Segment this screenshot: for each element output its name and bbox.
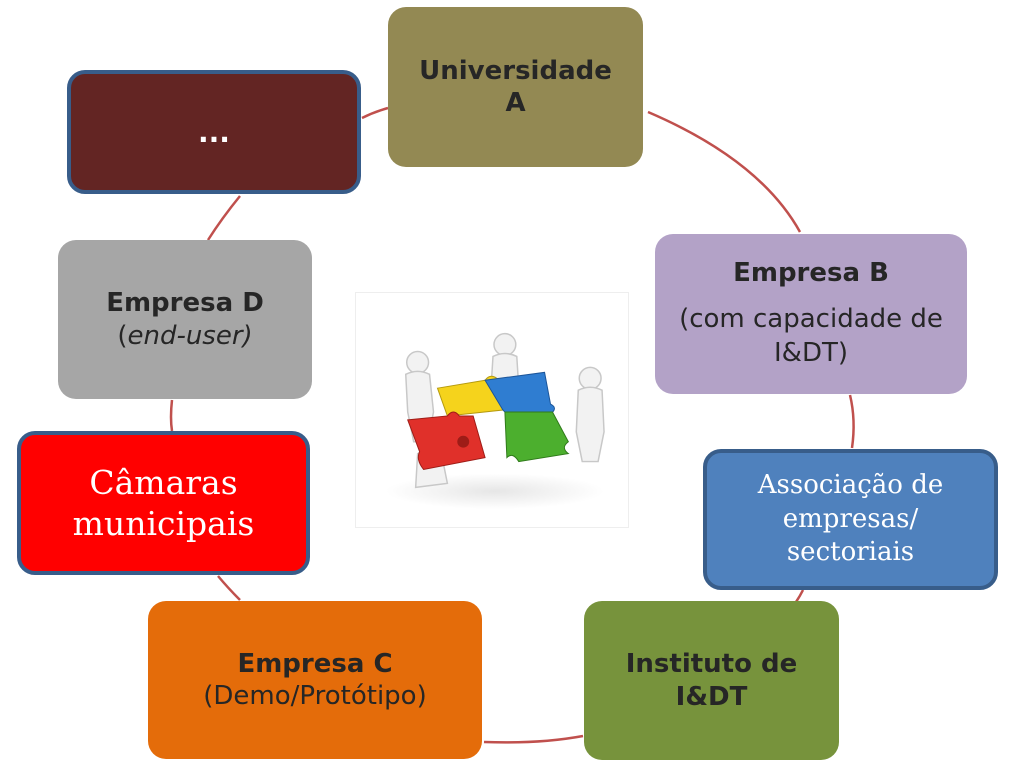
connector-uni-to-b xyxy=(647,110,802,233)
node-associacao-line-3: sectoriais xyxy=(786,537,915,568)
connector-cam-to-d xyxy=(169,399,174,432)
node-empresa-b: Empresa B (com capacidade de I&DT) xyxy=(655,234,967,394)
node-universidade-a: Universidade A xyxy=(388,7,643,167)
node-ellipsis: ... xyxy=(67,70,361,194)
node-instituto-title: Instituto de xyxy=(625,649,798,679)
connector-b-to-assoc xyxy=(848,394,855,449)
node-camaras-line-1: Câmaras xyxy=(89,462,238,502)
connector-dots-to-uni xyxy=(361,106,389,120)
node-camaras-line-2: municipais xyxy=(72,504,255,543)
node-empresa-d: Empresa D (end-user) xyxy=(58,240,312,399)
node-associacao-empresas: Associação de empresas/ sectoriais xyxy=(703,449,998,590)
node-universidade-a-title: Universidade xyxy=(419,55,612,86)
node-empresa-d-subtitle: (end-user) xyxy=(117,320,252,353)
node-universidade-a-title-2: A xyxy=(505,88,526,118)
connector-inst-to-c xyxy=(483,734,584,744)
connector-c-to-cam xyxy=(217,575,241,601)
node-instituto-idt: Instituto de I&DT xyxy=(584,601,839,760)
node-associacao-line-1: Associação de xyxy=(757,469,944,500)
node-empresa-c: Empresa C (Demo/Protótipo) xyxy=(148,601,482,759)
node-empresa-d-title: Empresa D xyxy=(106,288,264,318)
node-associacao-line-2: empresas/ xyxy=(782,503,919,534)
connector-d-to-dots xyxy=(206,195,241,241)
node-empresa-d-subtitle-italic: end-user) xyxy=(127,320,253,351)
node-empresa-c-subtitle: (Demo/Protótipo) xyxy=(203,681,427,711)
node-camaras-municipais: Câmaras municipais xyxy=(17,431,310,575)
node-empresa-b-subtitle-2: I&DT) xyxy=(774,338,848,369)
connector-assoc-to-inst xyxy=(794,589,805,603)
node-empresa-c-title: Empresa C xyxy=(237,648,393,679)
node-instituto-title-2: I&DT xyxy=(675,681,748,712)
node-empresa-b-subtitle: (com capacidade de xyxy=(679,304,943,335)
node-empresa-d-subtitle-paren: ( xyxy=(117,320,128,351)
node-empresa-b-title: Empresa B xyxy=(733,257,889,288)
puzzle-teamwork-icon xyxy=(355,292,629,528)
node-ellipsis-label: ... xyxy=(198,115,230,149)
